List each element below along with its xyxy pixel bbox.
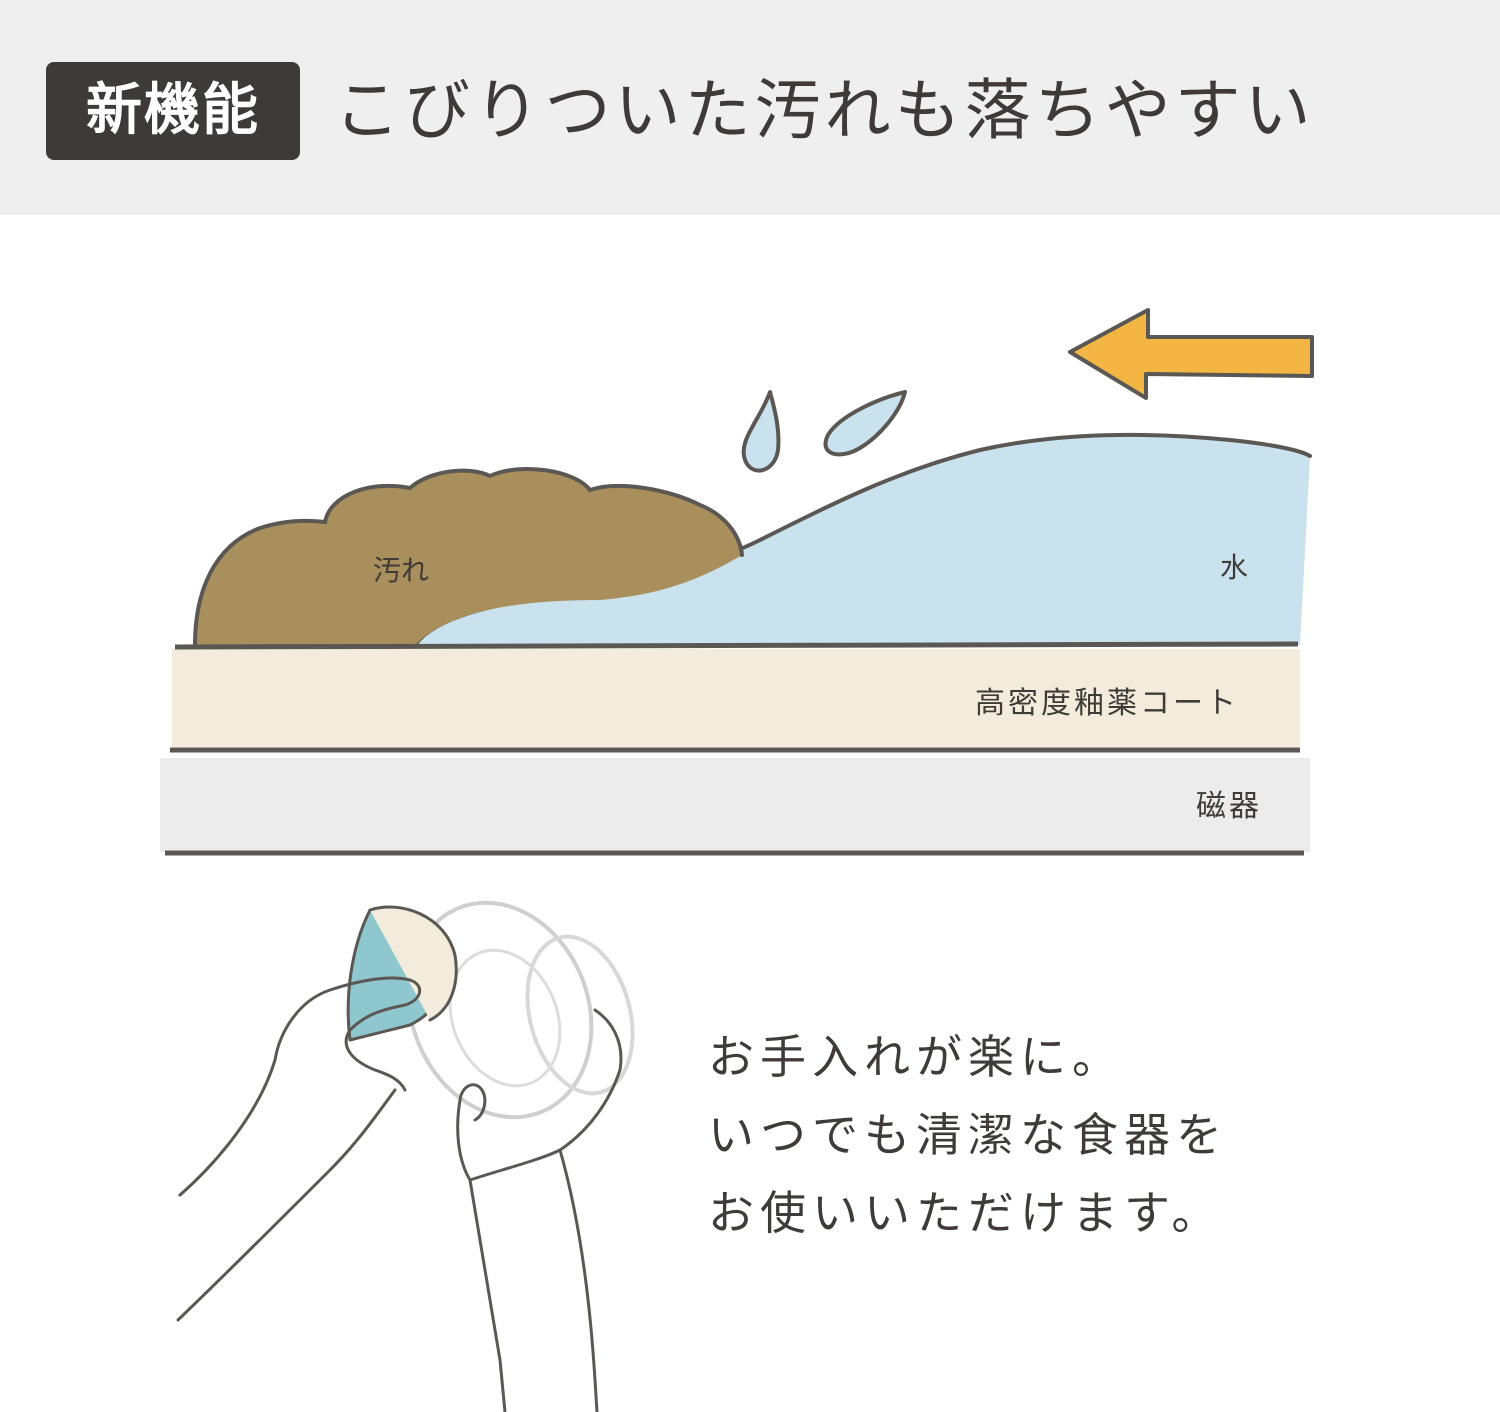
page-title: こびりついた汚れも落ちやすい bbox=[334, 72, 1315, 149]
right-arm bbox=[468, 1178, 507, 1412]
glaze-label: 高密度釉薬コート bbox=[975, 686, 1239, 721]
caption-line: お手入れが楽に。 bbox=[708, 1030, 1124, 1084]
porcelain-label: 磁器 bbox=[1196, 789, 1262, 824]
bowl-rim bbox=[406, 900, 594, 1120]
dirt-shape bbox=[195, 468, 742, 645]
caption-line: お使いいただけます。 bbox=[708, 1186, 1224, 1240]
washing-hands-illustration bbox=[176, 900, 635, 1412]
bowl-inner bbox=[448, 948, 562, 1088]
arrow-left-icon bbox=[1068, 308, 1314, 400]
sponge-top bbox=[368, 905, 458, 1022]
left-arm bbox=[176, 1088, 397, 1322]
left-hand bbox=[178, 976, 421, 1197]
caption-text: お手入れが楽に。 いつでも清潔な食器を お使いいただけます。 bbox=[708, 1018, 1468, 1252]
porcelain-layer bbox=[160, 758, 1310, 852]
stain-diagram: 汚れ 水 高密度釉薬コート 磁器 bbox=[160, 308, 1314, 1412]
glaze-layer bbox=[172, 649, 1300, 747]
water-droplet-right bbox=[823, 390, 907, 457]
new-feature-badge: 新機能 bbox=[46, 62, 300, 160]
dirt-label: 汚れ bbox=[373, 554, 429, 587]
glaze-top-line bbox=[174, 641, 1299, 650]
bowl-foot bbox=[525, 934, 635, 1096]
right-thumb bbox=[458, 1083, 487, 1122]
water-droplet-left bbox=[741, 390, 781, 473]
caption-line: いつでも清潔な食器を bbox=[708, 1108, 1228, 1162]
dirt-outline bbox=[193, 466, 744, 647]
right-forearm bbox=[558, 1148, 599, 1412]
header-banner: 新機能 こびりついた汚れも落ちやすい bbox=[0, 0, 1500, 215]
water-label: 水 bbox=[1220, 551, 1248, 584]
